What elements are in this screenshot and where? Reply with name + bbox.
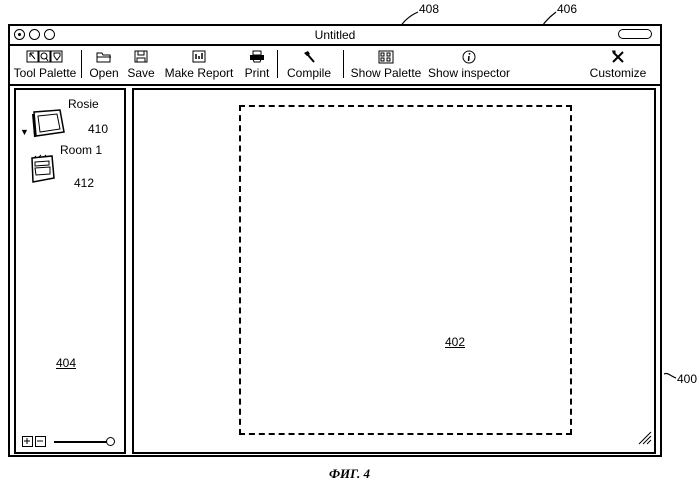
zoom-slider-knob[interactable] [106,437,115,446]
zoom-slider-track[interactable] [54,441,110,443]
sidebar-item-label: Rosie [68,97,99,111]
printer-icon [240,50,274,67]
print-button[interactable]: Print [240,46,274,82]
window-title: Untitled [10,28,660,42]
disclosure-triangle-icon[interactable]: ▼ [20,127,29,137]
toolbar: Tool Palette Open Save Make Report Prin [10,46,660,86]
compile-label: Compile [284,67,334,80]
info-icon [426,50,512,67]
hammer-icon [284,50,334,67]
open-button[interactable]: Open [86,46,122,82]
title-bar: Untitled [10,26,660,46]
customize-button[interactable]: Customize [586,46,650,82]
save-button[interactable]: Save [124,46,158,82]
tool-palette-label: Tool Palette [12,67,78,80]
disk-icon [124,50,158,67]
figure-caption: ФИГ. 4 [0,466,699,482]
toolbar-toggle-button[interactable] [618,29,652,39]
compile-button[interactable]: Compile [284,46,334,82]
callout-400: 400 [677,372,697,386]
customize-label: Customize [586,67,650,80]
show-inspector-button[interactable]: Show inspector [426,46,512,82]
canvas-drop-area[interactable]: 402 [239,105,572,435]
folder-icon [86,50,122,67]
show-inspector-label: Show inspector [426,67,512,80]
callout-406: 406 [557,2,577,16]
print-label: Print [240,67,274,80]
make-report-label: Make Report [161,67,237,80]
remove-item-button[interactable] [35,436,46,447]
palette-grid-icon [347,50,425,67]
sidebar-item-label: Room 1 [60,143,102,157]
callout-404: 404 [56,356,76,370]
sidebar: ▼ Rosie 410 Room 1 412 404 [14,88,126,454]
tool-palette-button[interactable]: Tool Palette [12,46,78,82]
add-item-button[interactable] [22,436,33,447]
sidebar-item-room-1[interactable]: Room 1 412 [30,146,120,196]
resize-grip-icon[interactable] [636,429,652,450]
report-icon [161,50,237,67]
show-palette-label: Show Palette [347,67,425,80]
toolbar-separator [343,50,344,78]
room-icon [30,154,56,189]
open-label: Open [86,67,122,80]
tools-icon [586,50,650,67]
toolbar-separator [81,50,82,78]
callout-402: 402 [445,335,465,349]
app-window: Untitled Tool Palette Open Save [8,24,662,457]
tool-palette-icon [12,50,78,67]
callout-408: 408 [419,2,439,16]
make-report-button[interactable]: Make Report [161,46,237,82]
callout-410: 410 [88,122,108,136]
callout-412: 412 [74,176,94,190]
sidebar-item-rosie[interactable]: Rosie 410 [30,100,120,145]
show-palette-button[interactable]: Show Palette [347,46,425,82]
main-canvas[interactable]: 402 [132,88,656,454]
save-label: Save [124,67,158,80]
tv-icon [30,108,66,143]
toolbar-separator [277,50,278,78]
